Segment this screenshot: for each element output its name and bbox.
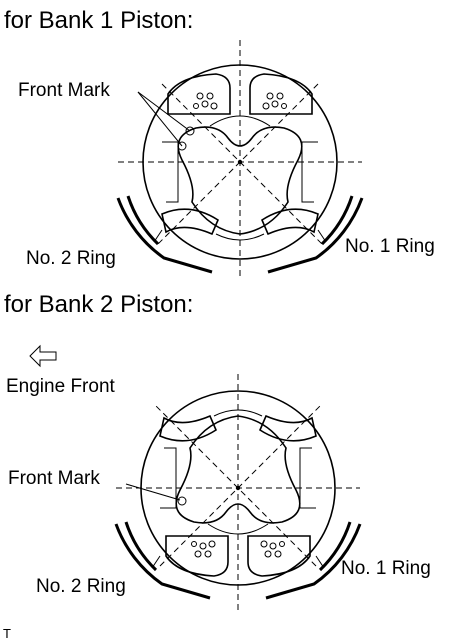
bank1-front-mark-label: Front Mark: [18, 80, 110, 101]
bank1-piston: [116, 39, 364, 281]
engine-front-label: Engine Front: [6, 376, 116, 397]
bank2-rings: [114, 520, 362, 600]
heading-bank2: for Bank 2 Piston:: [4, 291, 193, 318]
corner-code: T: [3, 626, 11, 641]
bank1-no2-ring-label: No. 2 Ring: [26, 248, 116, 269]
bank2-no2-ring-label: No. 2 Ring: [36, 576, 126, 597]
bank1-no1-ring-label: No. 1 Ring: [345, 236, 435, 257]
engine-front-arrow-icon: [29, 344, 57, 368]
bank1-front-mark-leader: [137, 91, 195, 151]
bank2-piston: [115, 369, 361, 611]
heading-bank1: for Bank 1 Piston:: [4, 7, 193, 34]
bank2-front-mark-leader: [125, 483, 187, 506]
bank2-no1-ring-label: No. 1 Ring: [341, 558, 431, 579]
bank2-front-mark-label: Front Mark: [8, 468, 100, 489]
